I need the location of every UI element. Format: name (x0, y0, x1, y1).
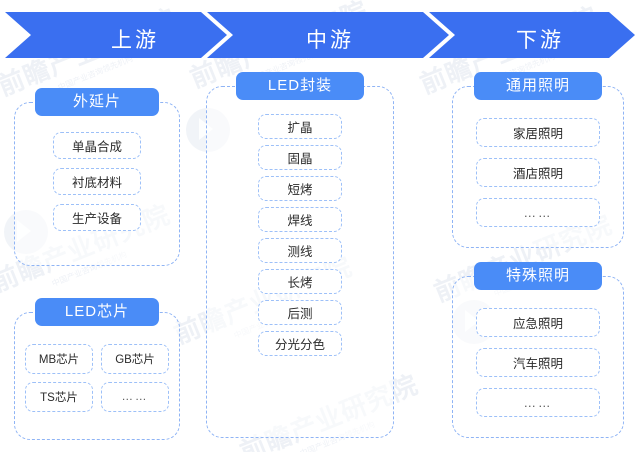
list-item-more[interactable]: …… (476, 198, 600, 227)
list-item[interactable]: 后测 (258, 300, 342, 325)
banner-stage-label-downstream: 下游 (516, 29, 564, 52)
banner-stage-1-shape (5, 12, 227, 58)
list-item[interactable]: TS芯片 (25, 382, 93, 412)
group-special-lighting: 特殊照明 应急照明 汽车照明 …… (452, 262, 624, 438)
group-special-lighting-title: 特殊照明 (474, 262, 602, 290)
group-general-lighting-title: 通用照明 (474, 72, 602, 100)
list-item-more[interactable]: …… (476, 388, 600, 417)
group-epitaxial-wafer: 外延片 单晶合成 衬底材料 生产设备 (14, 88, 180, 266)
list-item[interactable]: 焊线 (258, 207, 342, 232)
group-led-chip: LED芯片 MB芯片 GB芯片 TS芯片 …… (14, 298, 180, 440)
group-led-packaging: LED封装 扩晶 固晶 短烤 焊线 测线 长烤 后测 分光分色 (206, 72, 394, 438)
group-general-lighting-items: 家居照明 酒店照明 …… (452, 118, 624, 227)
banner-stage-label-upstream: 上游 (111, 29, 159, 52)
list-item[interactable]: GB芯片 (101, 344, 169, 374)
list-item[interactable]: MB芯片 (25, 344, 93, 374)
list-item[interactable]: 测线 (258, 238, 342, 263)
list-item[interactable]: 分光分色 (258, 331, 342, 356)
group-led-packaging-items: 扩晶 固晶 短烤 焊线 测线 长烤 后测 分光分色 (206, 114, 394, 356)
banner-stage-3-shape (429, 12, 635, 58)
group-epitaxial-wafer-items: 单晶合成 衬底材料 生产设备 (14, 132, 180, 231)
list-item[interactable]: 汽车照明 (476, 348, 600, 377)
list-item[interactable]: 长烤 (258, 269, 342, 294)
list-item[interactable]: 应急照明 (476, 308, 600, 337)
list-item[interactable]: 酒店照明 (476, 158, 600, 187)
group-led-chip-title: LED芯片 (35, 298, 159, 326)
value-chain-banner: 上游 中游 下游 (5, 12, 635, 58)
list-item[interactable]: 家居照明 (476, 118, 600, 147)
list-item[interactable]: 生产设备 (53, 204, 141, 231)
banner-stage-2-shape (207, 12, 449, 58)
list-item[interactable]: 短烤 (258, 176, 342, 201)
group-led-packaging-title: LED封装 (236, 72, 364, 100)
list-item[interactable]: 衬底材料 (53, 168, 141, 195)
list-item-more[interactable]: …… (101, 382, 169, 412)
list-item[interactable]: 固晶 (258, 145, 342, 170)
group-general-lighting: 通用照明 家居照明 酒店照明 …… (452, 72, 624, 248)
group-led-chip-items: MB芯片 GB芯片 TS芯片 …… (14, 344, 180, 412)
group-special-lighting-items: 应急照明 汽车照明 …… (452, 308, 624, 417)
list-item[interactable]: 单晶合成 (53, 132, 141, 159)
banner-stage-label-midstream: 中游 (306, 29, 354, 52)
group-epitaxial-wafer-title: 外延片 (35, 88, 159, 116)
group-led-chip-box (14, 312, 180, 440)
list-item[interactable]: 扩晶 (258, 114, 342, 139)
